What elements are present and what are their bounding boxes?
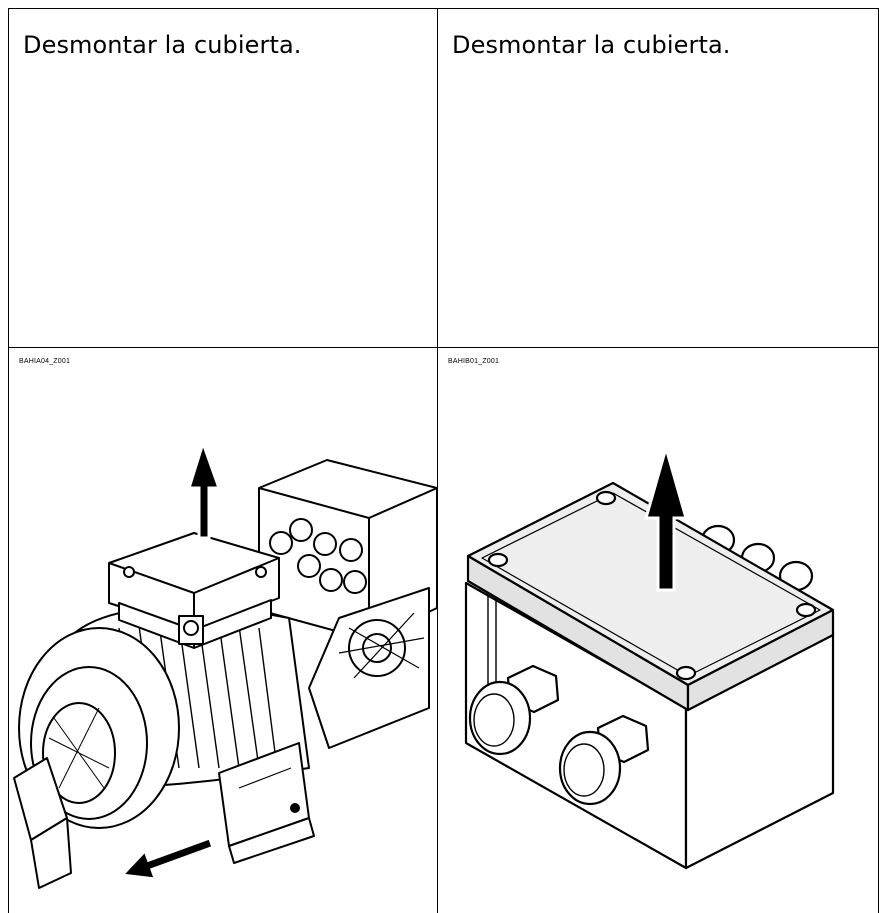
text-row: Desmontar la cubierta. Desmontar la cubi…	[9, 9, 879, 348]
text-cell-right: Desmontar la cubierta.	[438, 9, 879, 348]
figure-cell-left: BAHIA04_Z001	[9, 348, 438, 913]
instruction-text-left: Desmontar la cubierta.	[9, 9, 437, 59]
junction-box-cover-removal-illustration	[438, 348, 879, 913]
figure-left: BAHIA04_Z001	[9, 348, 437, 913]
text-cell-left: Desmontar la cubierta.	[9, 9, 438, 348]
gearmotor-cover-removal-illustration	[9, 348, 437, 913]
figure-row: BAHIA04_Z001	[9, 348, 879, 913]
instruction-table: Desmontar la cubierta. Desmontar la cubi…	[8, 8, 879, 913]
figure-cell-right: BAHIB01_Z001	[438, 348, 879, 913]
instruction-text-right: Desmontar la cubierta.	[438, 9, 878, 59]
figure-right: BAHIB01_Z001	[438, 348, 878, 913]
